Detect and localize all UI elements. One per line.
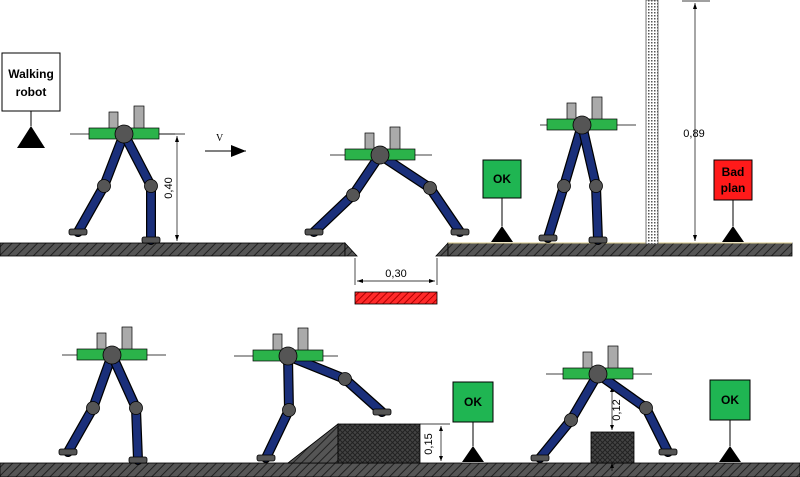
robot-foot: [530, 454, 550, 462]
robot-foot: [450, 228, 470, 236]
bad-plan-sign-line2: plan: [721, 181, 746, 195]
robot-cylinder: [566, 102, 577, 122]
robot-foot: [538, 234, 558, 242]
wall: [645, 0, 659, 245]
robot-cylinder: [591, 96, 603, 122]
ok-sign-3-text: OK: [721, 393, 739, 407]
robot-knee-joint: [86, 401, 100, 415]
bad-plan-sign-line1: Bad: [722, 165, 745, 179]
ok-sign-2: OK: [452, 381, 494, 462]
wall-dimension-label: 0,89: [683, 128, 704, 140]
robot-knee-joint: [129, 401, 143, 415]
robot-hip-joint: [370, 145, 390, 165]
ok-sign-3: OK: [709, 379, 751, 462]
velocity-label: V: [216, 133, 224, 144]
ok-sign-1: OK: [482, 159, 522, 242]
wall-dimension: 0,89: [682, 0, 710, 241]
robot-foot: [58, 448, 78, 456]
robot-knee-joint: [639, 401, 653, 415]
robots: [58, 96, 678, 465]
obstacle-dimension-label: 0,12: [611, 399, 623, 420]
gap-hazard: [354, 291, 438, 305]
robot-knee-joint: [589, 179, 603, 193]
robot-cylinder: [389, 126, 401, 152]
robot-knee-joint: [282, 403, 296, 417]
robot-1: [68, 105, 175, 245]
robot-knee-joint: [557, 179, 571, 193]
robot-foot: [128, 456, 148, 464]
robot-foot: [372, 408, 392, 416]
walking-robot-sign-line2: robot: [16, 85, 47, 99]
robot-3: [538, 96, 636, 245]
robot-hip-joint: [102, 345, 122, 365]
velocity-arrow: V: [205, 133, 246, 157]
robot-knee-joint: [97, 179, 111, 193]
robot-6: [530, 345, 678, 463]
ok-sign-1-text: OK: [493, 172, 511, 186]
robot-height-label: 0,40: [163, 177, 175, 198]
robot-2: [304, 126, 470, 237]
walking-robot-sign-line1: Walking: [8, 67, 54, 81]
robot-cylinder: [607, 345, 619, 371]
robot-right-leg: [284, 352, 386, 416]
robot-cylinder: [108, 111, 119, 131]
robot-hip-joint: [588, 364, 608, 384]
robot-cylinder: [272, 333, 283, 353]
robot-foot: [658, 448, 678, 456]
ground-top: [0, 241, 793, 257]
robot-hip-joint: [114, 124, 134, 144]
robot-cylinder: [297, 327, 309, 353]
robot-cylinder: [582, 351, 593, 371]
robot-foot: [141, 236, 161, 244]
ground-bottom: [0, 423, 800, 477]
gap-dimension-label: 0,30: [385, 268, 406, 280]
robot-foot: [304, 228, 324, 236]
robot-knee-joint: [144, 179, 158, 193]
step-dimension-label: 0,15: [423, 433, 435, 454]
gap-dimension: 0,30: [354, 258, 438, 285]
robot-5: [234, 327, 392, 463]
walking-robot-sign: Walking robot: [1, 52, 61, 148]
robot-cylinder: [364, 132, 375, 152]
robot-hip-joint: [278, 346, 298, 366]
robot-knee-joint: [423, 181, 437, 195]
robot-knee-joint: [346, 188, 360, 202]
robot-cylinder: [121, 326, 133, 352]
robot-foot: [68, 228, 88, 236]
robot-foot: [588, 236, 608, 244]
step-dimension: 0,15: [420, 423, 450, 461]
robot-cylinder: [133, 105, 145, 131]
robot-foot: [256, 454, 276, 462]
robot-hip-joint: [572, 115, 592, 135]
robot-knee-joint: [338, 372, 352, 386]
bad-plan-sign: Bad plan: [713, 159, 753, 242]
robot-cylinder: [96, 332, 107, 352]
robot-right-leg: [376, 151, 464, 236]
ok-sign-2-text: OK: [464, 395, 482, 409]
robot-4: [58, 326, 166, 465]
robot-knee-joint: [564, 413, 578, 427]
